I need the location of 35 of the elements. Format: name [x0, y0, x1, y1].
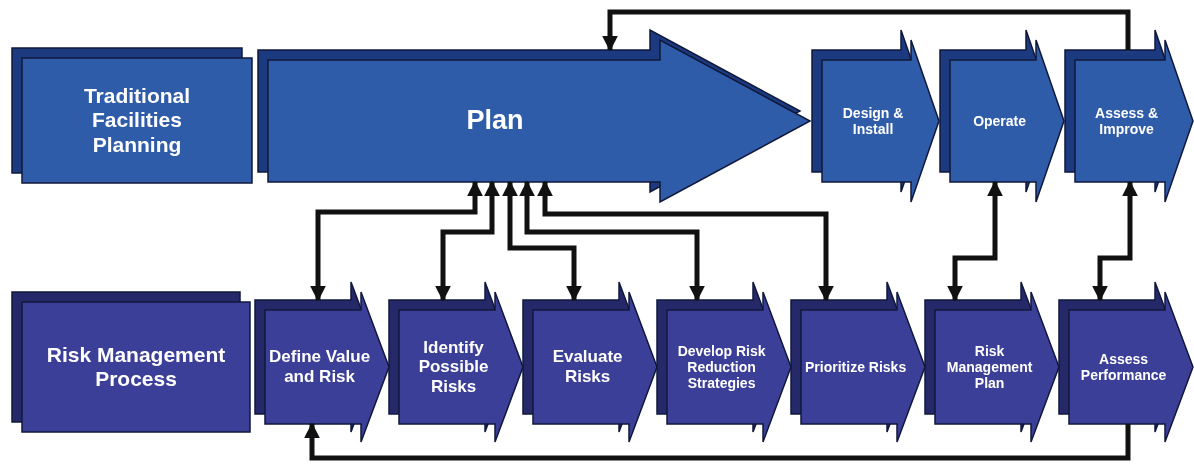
connector-arrow: [502, 180, 582, 302]
step-label: Design & Install: [841, 104, 905, 138]
step-label: Prioritize Risks: [805, 358, 907, 376]
chevron-step: [523, 282, 657, 442]
connector-arrow: [435, 180, 500, 302]
chevron-step: [791, 282, 925, 442]
step-label: Define Value and Risk: [269, 347, 371, 387]
chevron-step: [1065, 30, 1193, 202]
chevron-step: [255, 282, 389, 442]
large-arrow-shape: [258, 30, 810, 202]
step-label: Assess & Improve: [1094, 104, 1160, 138]
connector-arrow: [304, 422, 1131, 461]
chevron-step: [925, 282, 1059, 442]
chevron-step: [389, 282, 523, 442]
connector-arrow: [537, 180, 834, 302]
process-box: [12, 292, 250, 432]
step-label: Plan: [466, 105, 524, 137]
step-label: Develop Risk Reduction Strategies: [676, 342, 767, 392]
step-label: Risk Management Process: [45, 342, 227, 392]
chevron-step: [940, 30, 1064, 202]
connector-arrow: [519, 180, 705, 302]
connector-arrow: [1092, 180, 1138, 302]
process-box: [12, 48, 252, 183]
chevron-step: [657, 282, 791, 442]
step-label: Identify Possible Risks: [417, 337, 490, 397]
step-label: Risk Management Plan: [945, 342, 1034, 392]
connector-arrow: [947, 180, 1003, 302]
step-label: Operate: [973, 112, 1027, 130]
step-label: Evaluate Risks: [551, 347, 624, 387]
chevron-step: [812, 30, 939, 202]
step-label: Traditional Facilities Planning: [82, 84, 192, 157]
step-label: Assess Performance: [1079, 350, 1168, 384]
connector-arrow: [310, 180, 483, 302]
chevron-step: [1059, 282, 1193, 442]
connector-arrow: [602, 9, 1131, 52]
